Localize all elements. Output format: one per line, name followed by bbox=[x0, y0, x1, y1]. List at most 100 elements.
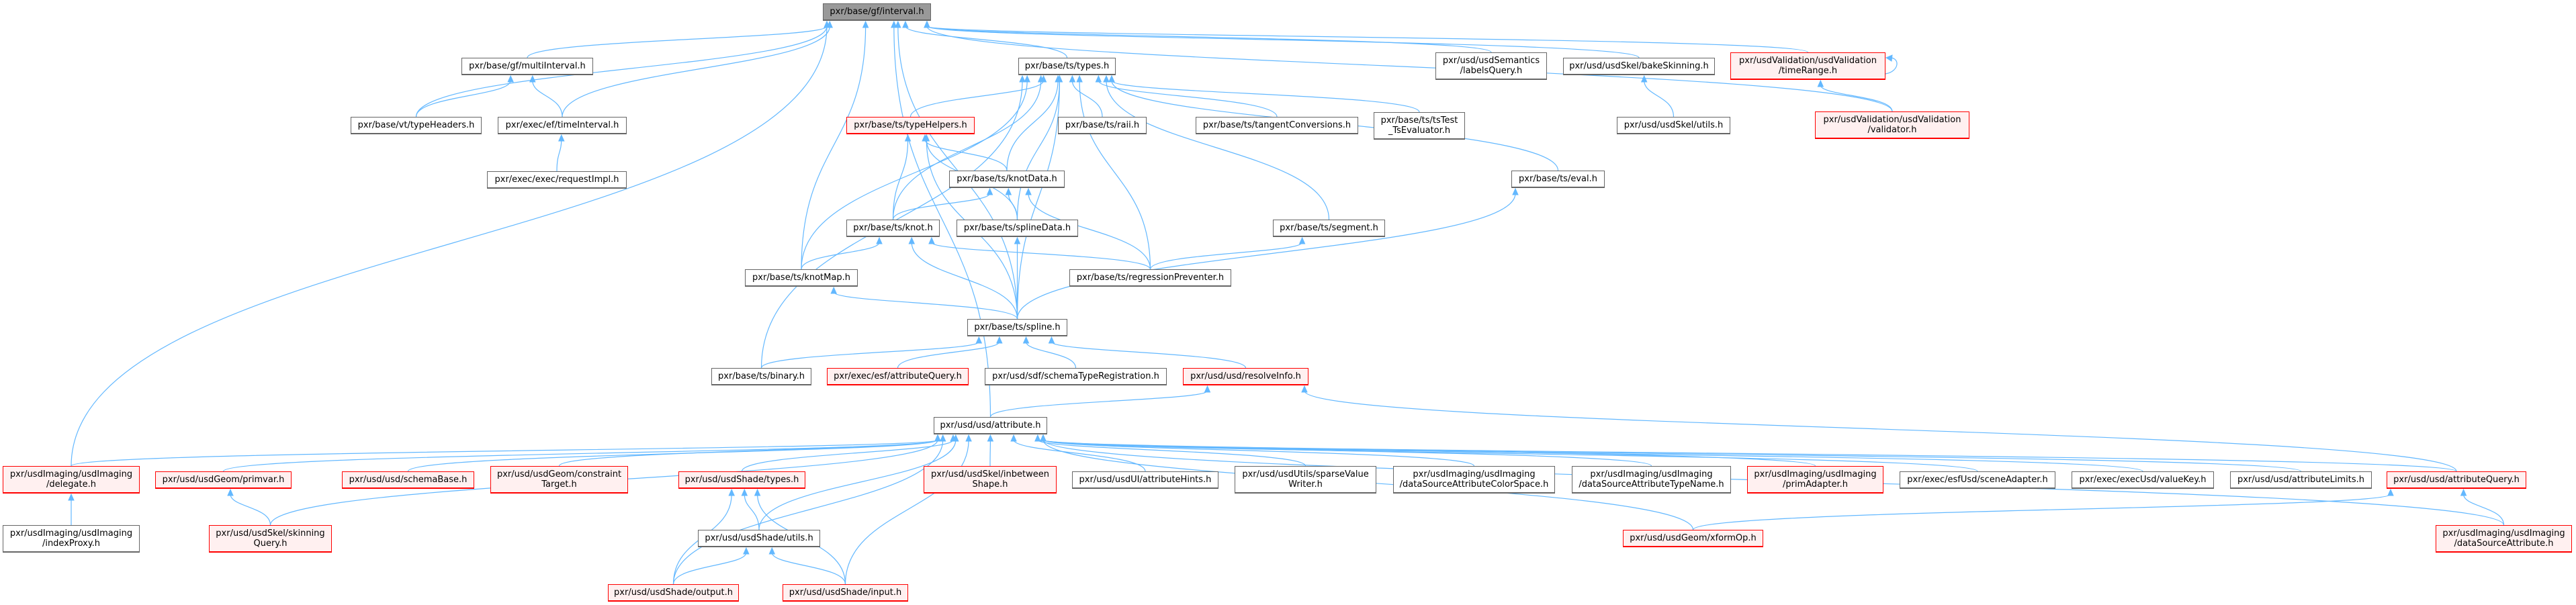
node-binary[interactable]: pxr/base/ts/binary.h bbox=[711, 368, 811, 385]
node-request-impl[interactable]: pxr/exec/exec/requestImpl.h bbox=[487, 171, 627, 189]
edge-raii-to-tsTypes bbox=[1071, 80, 1103, 118]
edge-knotData-to-tsTypes bbox=[1006, 80, 1059, 171]
edge-skelUtils-to-bakeSkinning bbox=[1644, 80, 1675, 118]
arrowhead-shadeUtils-to-shadeTypes bbox=[741, 488, 748, 496]
node-time-range[interactable]: pxr/usdValidation/usdValidation /timeRan… bbox=[1730, 52, 1885, 80]
arrowhead-spline-to-splineData bbox=[1014, 236, 1021, 244]
node-data-source-attribute[interactable]: pxr/usdImaging/usdImaging /dataSourceAtt… bbox=[2436, 525, 2572, 553]
arrowhead-esfAttributeQuery-to-spline bbox=[996, 336, 1003, 344]
node-primvar[interactable]: pxr/usd/usdGeom/primvar.h bbox=[155, 471, 292, 489]
node-usd-attribute-query[interactable]: pxr/usd/usd/attributeQuery.h bbox=[2387, 471, 2526, 489]
node-segment[interactable]: pxr/base/ts/segment.h bbox=[1273, 220, 1385, 237]
node-regression-preventer[interactable]: pxr/base/ts/regressionPreventer.h bbox=[1069, 269, 1231, 287]
node-usdshade-types[interactable]: pxr/usd/usdShade/types.h bbox=[678, 471, 805, 489]
node-attribute-hints[interactable]: pxr/usd/usdUI/attributeHints.h bbox=[1072, 471, 1218, 489]
arrowhead-validator-to-root bbox=[924, 20, 930, 28]
node-schema-type-registration[interactable]: pxr/usd/sdf/schemaTypeRegistration.h bbox=[985, 368, 1167, 385]
arrowhead-timeRange-self-loop bbox=[1885, 54, 1893, 62]
node-raii[interactable]: pxr/base/ts/raii.h bbox=[1058, 117, 1147, 134]
node-constraint-target[interactable]: pxr/usd/usdGeom/constraint Target.h bbox=[490, 466, 628, 494]
arrowhead-attribute-to-root bbox=[891, 20, 897, 28]
node-delegate[interactable]: pxr/usdImaging/usdImaging /delegate.h bbox=[3, 466, 140, 494]
arrowhead-timeInterval-to-multiInterval bbox=[529, 75, 536, 83]
arrowhead-eval-to-tsTypes bbox=[1108, 75, 1115, 83]
arrowhead-regressionPreventer-to-knotData bbox=[1025, 187, 1032, 195]
arrowhead-regressionPreventer-to-segment bbox=[1298, 236, 1306, 244]
node-ds-attribute-color-space[interactable]: pxr/usdImaging/usdImaging /dataSourceAtt… bbox=[1393, 466, 1555, 494]
node-ds-attribute-type-name[interactable]: pxr/usdImaging/usdImaging /dataSourceAtt… bbox=[1572, 466, 1731, 494]
node-tstest-evaluator[interactable]: pxr/base/ts/tsTest _TsEvaluator.h bbox=[1374, 112, 1465, 140]
node-esf-attribute-query[interactable]: pxr/exec/esf/attributeQuery.h bbox=[827, 368, 969, 385]
node-usdshade-utils[interactable]: pxr/usd/usdShade/utils.h bbox=[698, 530, 820, 547]
node-type-helpers[interactable]: pxr/base/ts/typeHelpers.h bbox=[846, 117, 975, 134]
edge-delegate-to-attribute bbox=[71, 439, 938, 467]
edge-spline-to-knotMap bbox=[833, 291, 1018, 320]
arrowhead-regressionPreventer-to-tsTypes bbox=[1076, 75, 1083, 83]
node-usdskel-utils[interactable]: pxr/usd/usdSkel/utils.h bbox=[1617, 117, 1730, 134]
edge-regressionPreventer-to-knot bbox=[931, 242, 1151, 270]
edge-shadeOutput-to-shadeUtils bbox=[672, 552, 747, 585]
edge-resolveInfo-to-spline bbox=[1051, 341, 1247, 369]
node-knot-map[interactable]: pxr/base/ts/knotMap.h bbox=[745, 269, 858, 287]
node-attribute[interactable]: pxr/usd/usd/attribute.h bbox=[934, 417, 1047, 434]
edge-knotMap-to-root bbox=[801, 26, 867, 270]
arrowhead-segment-to-tsTypes bbox=[1103, 75, 1110, 83]
edge-shadeUtils-to-attribute bbox=[758, 439, 957, 530]
node-eval[interactable]: pxr/base/ts/eval.h bbox=[1511, 171, 1605, 188]
arrowhead-spline-to-root bbox=[895, 20, 901, 28]
node-scene-adapter[interactable]: pxr/exec/esfUsd/sceneAdapter.h bbox=[1900, 471, 2055, 489]
edge-binary-to-spline bbox=[760, 341, 979, 369]
edge-regressionPreventer-to-knotData bbox=[1028, 193, 1151, 270]
node-prim-adapter[interactable]: pxr/usdImaging/usdImaging /primAdapter.h bbox=[1747, 466, 1883, 494]
edge-requestImpl-to-timeInterval bbox=[556, 139, 562, 172]
node-knot[interactable]: pxr/base/ts/knot.h bbox=[846, 220, 940, 237]
node-schema-base[interactable]: pxr/usd/usd/schemaBase.h bbox=[342, 471, 474, 489]
arrowhead-knotMap-to-root bbox=[862, 20, 869, 28]
node-tangent-conversions[interactable]: pxr/base/ts/tangentConversions.h bbox=[1196, 117, 1358, 134]
arrowhead-indexProxy-to-delegate bbox=[68, 493, 75, 501]
arrowhead-xformOp-to-usdAttributeQuery bbox=[2387, 488, 2394, 496]
edge-tangentConversions-to-tsTypes bbox=[1098, 80, 1278, 118]
node-index-proxy[interactable]: pxr/usdImaging/usdImaging /indexProxy.h bbox=[3, 525, 140, 553]
node-resolve-info[interactable]: pxr/usd/usd/resolveInfo.h bbox=[1183, 368, 1308, 385]
edge-regressionPreventer-to-segment bbox=[1149, 242, 1303, 270]
node-labels-query[interactable]: pxr/usd/usdSemantics /labelsQuery.h bbox=[1435, 52, 1547, 80]
node-usdshade-output[interactable]: pxr/usd/usdShade/output.h bbox=[608, 584, 739, 602]
node-skinning-query[interactable]: pxr/usd/usdSkel/skinning Query.h bbox=[209, 525, 332, 553]
node-knot-data[interactable]: pxr/base/ts/knotData.h bbox=[949, 171, 1065, 188]
edge-knotData-to-typeHelpers bbox=[924, 139, 1008, 171]
node-xform-op[interactable]: pxr/usd/usdGeom/xformOp.h bbox=[1623, 530, 1763, 547]
node-inbetween-shape[interactable]: pxr/usd/usdSkel/inbetween Shape.h bbox=[924, 466, 1057, 494]
arrowhead-knot-to-knotData bbox=[986, 187, 993, 195]
edge-bakeSkinning-to-root bbox=[926, 26, 1640, 58]
arrowhead-tangentConversions-to-tsTypes bbox=[1095, 75, 1102, 83]
node-spline[interactable]: pxr/base/ts/spline.h bbox=[967, 319, 1067, 336]
arrowhead-binary-to-tsTypes bbox=[1019, 75, 1026, 83]
edge-typeHeaders-to-root bbox=[415, 26, 828, 118]
edge-attributeHints-to-attribute bbox=[1013, 439, 1146, 472]
node-sparse-value-writer[interactable]: pxr/usd/usdUtils/sparseValue Writer.h bbox=[1235, 466, 1376, 494]
arrowhead-skinningQuery-to-attribute bbox=[934, 434, 941, 442]
arrowhead-resolveInfo-to-spline bbox=[1048, 336, 1055, 344]
edge-spline-to-knot bbox=[911, 242, 1018, 320]
node-ts-types[interactable]: pxr/base/ts/types.h bbox=[1018, 58, 1116, 75]
node-value-key[interactable]: pxr/exec/execUsd/valueKey.h bbox=[2072, 471, 2214, 489]
arrowhead-splineData-to-knotData bbox=[1005, 187, 1012, 195]
arrowhead-sparseValueWriter-to-attribute bbox=[1034, 434, 1041, 442]
node-time-interval[interactable]: pxr/exec/ef/timeInterval.h bbox=[498, 117, 627, 134]
node-bake-skinning[interactable]: pxr/usd/usdSkel/bakeSkinning.h bbox=[1563, 58, 1715, 75]
node-multiinterval[interactable]: pxr/base/gf/multiInterval.h bbox=[461, 58, 593, 75]
arrowhead-requestImpl-to-timeInterval bbox=[558, 134, 565, 142]
node-spline-data[interactable]: pxr/base/ts/splineData.h bbox=[957, 220, 1078, 237]
arrowhead-skelUtils-to-bakeSkinning bbox=[1640, 75, 1648, 83]
node-type-headers[interactable]: pxr/base/vt/typeHeaders.h bbox=[351, 117, 482, 134]
node-validator[interactable]: pxr/usdValidation/usdValidation /validat… bbox=[1815, 111, 1969, 139]
edge-schemaTypeRegistration-to-spline bbox=[1025, 341, 1077, 369]
node-usdshade-input[interactable]: pxr/usd/usdShade/input.h bbox=[783, 584, 908, 602]
edge-tsTest-to-tsTypes bbox=[1111, 80, 1420, 113]
arrowhead-raii-to-tsTypes bbox=[1069, 75, 1076, 83]
arrowhead-knot-to-tsTypes bbox=[1037, 75, 1045, 83]
node-attribute-limits[interactable]: pxr/usd/usd/attributeLimits.h bbox=[2230, 471, 2372, 489]
